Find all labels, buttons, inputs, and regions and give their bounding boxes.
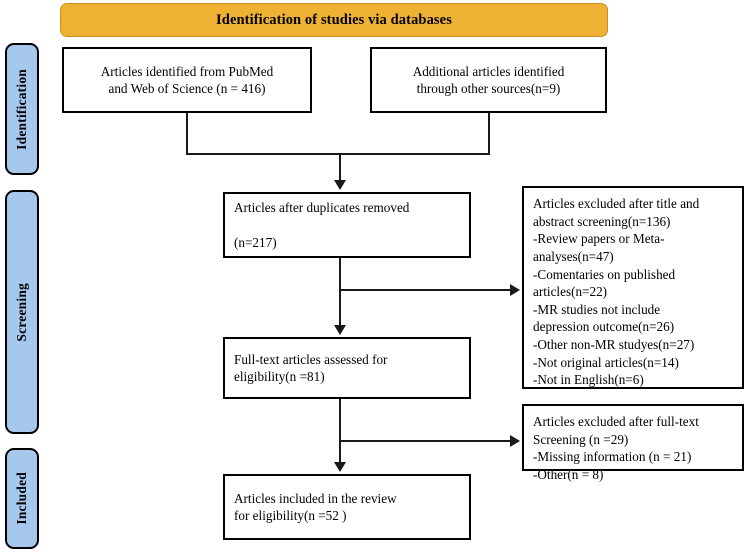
box-records-identified-other-sources: Additional articles identified through o… bbox=[370, 47, 607, 113]
box-records-identified-databases: Articles identified from PubMed and Web … bbox=[62, 47, 312, 113]
box-excluded-title-abstract: Articles excluded after title and abstra… bbox=[522, 186, 744, 389]
connector-identified-down bbox=[186, 113, 188, 155]
box-full-text-assessed: Full-text articles assessed for eligibil… bbox=[223, 337, 471, 399]
arrowhead-to-duplicates-icon bbox=[334, 180, 346, 190]
connector-additional-down bbox=[488, 113, 490, 155]
arrowhead-to-included-icon bbox=[334, 462, 346, 472]
box-records-identified-databases-text: Articles identified from PubMed and Web … bbox=[100, 63, 274, 96]
box-full-text-assessed-text: Full-text articles assessed for eligibil… bbox=[234, 351, 388, 384]
arrowhead-to-fulltext-icon bbox=[334, 325, 346, 335]
phase-bar-screening: Screening bbox=[5, 190, 39, 434]
connector-branch-to-excluded-fulltext bbox=[340, 440, 512, 442]
phase-label-identification: Identification bbox=[14, 68, 29, 150]
box-after-duplicates-removed-text: Articles after duplicates removed (n=217… bbox=[234, 199, 410, 250]
phase-bar-included: Included bbox=[5, 448, 39, 549]
box-excluded-title-abstract-text: Articles excluded after title and abstra… bbox=[533, 196, 700, 388]
box-studies-included: Articles included in the review for elig… bbox=[223, 474, 471, 540]
arrowhead-to-excluded-screening-icon bbox=[510, 284, 520, 296]
banner-label: Identification of studies via databases bbox=[216, 11, 452, 28]
connector-fulltext-to-included bbox=[339, 399, 341, 465]
box-studies-included-text: Articles included in the review for elig… bbox=[234, 490, 397, 523]
connector-branch-to-excluded-screening bbox=[340, 289, 512, 291]
phase-label-screening: Screening bbox=[14, 282, 29, 342]
connector-duplicates-to-fulltext bbox=[339, 258, 341, 328]
box-excluded-full-text: Articles excluded after full-text Screen… bbox=[522, 404, 744, 482]
connector-merge-horizontal bbox=[186, 153, 490, 155]
diagram-banner-title: Identification of studies via databases bbox=[60, 3, 608, 37]
connector-merge-to-duplicates bbox=[339, 154, 341, 182]
phase-label-included: Included bbox=[14, 472, 29, 525]
phase-bar-identification: Identification bbox=[5, 43, 39, 175]
arrowhead-to-excluded-fulltext-icon bbox=[510, 435, 520, 447]
box-after-duplicates-removed: Articles after duplicates removed (n=217… bbox=[223, 192, 471, 258]
box-excluded-full-text-text: Articles excluded after full-text Screen… bbox=[533, 414, 699, 482]
box-records-identified-other-sources-text: Additional articles identified through o… bbox=[412, 63, 565, 96]
